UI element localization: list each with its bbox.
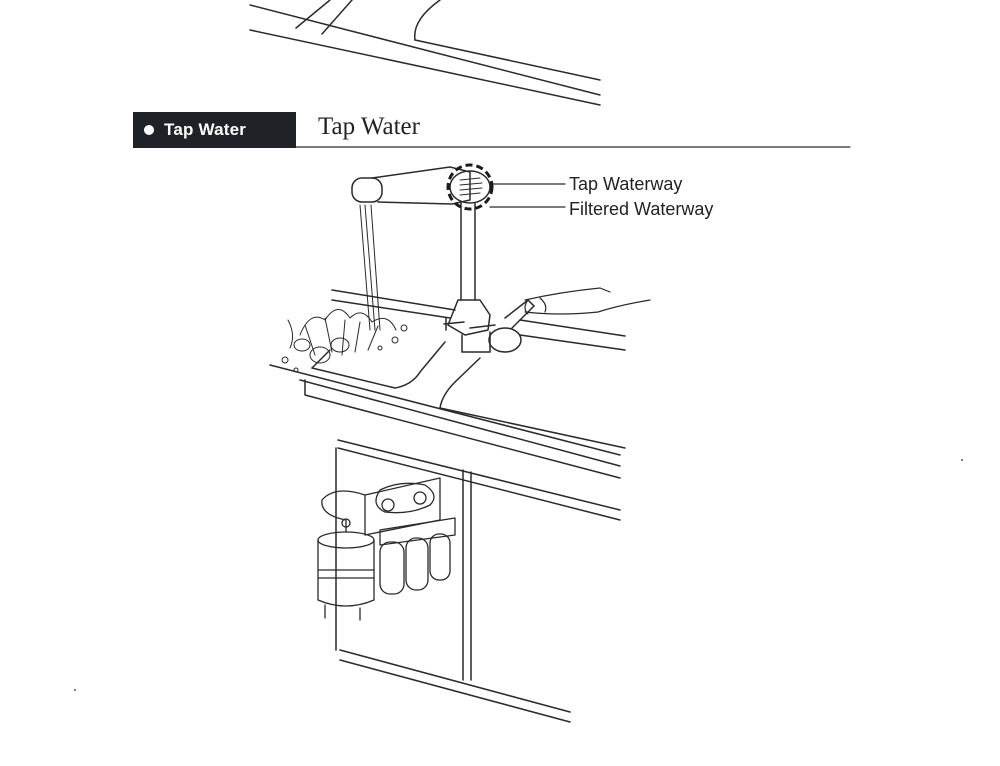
callout-leaders [490, 184, 565, 207]
callout-tap-waterway: Tap Waterway [569, 173, 682, 195]
vegetables [282, 309, 407, 372]
upper-counter-fragment [250, 0, 600, 105]
hand [525, 288, 650, 314]
ro-filter-system [318, 478, 455, 620]
countertop [270, 290, 625, 478]
cabinet [336, 440, 620, 722]
section-title: Tap Water [318, 112, 420, 142]
section-tag-label: Tap Water [164, 119, 246, 141]
bullet-icon [144, 125, 154, 135]
section-tag: Tap Water [133, 112, 296, 148]
water-stream [360, 205, 380, 330]
callout-filtered-waterway: Filtered Waterway [569, 198, 713, 220]
